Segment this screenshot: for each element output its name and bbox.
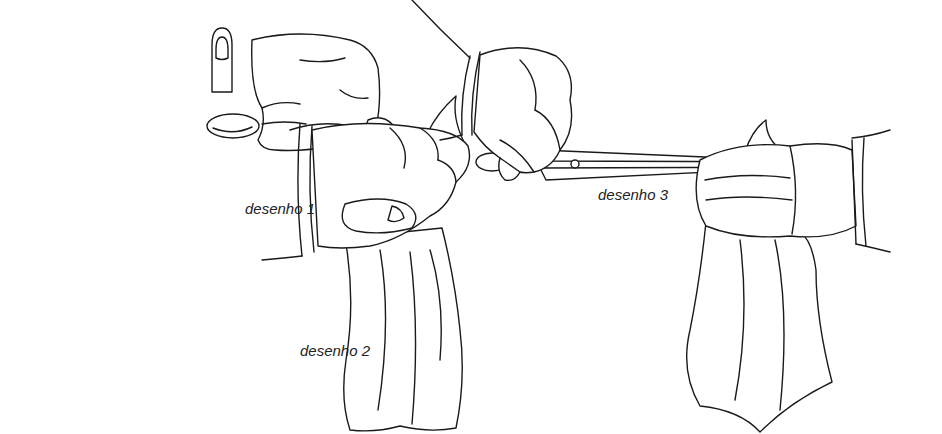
hand-stroke bbox=[474, 48, 572, 173]
hand-stroke bbox=[499, 158, 520, 180]
hand bbox=[474, 48, 572, 181]
hand-stroke bbox=[520, 60, 536, 110]
handkerchief-stroke bbox=[735, 240, 744, 400]
thumb-tip-stroke bbox=[216, 37, 228, 60]
sleeve-stroke bbox=[262, 256, 302, 260]
figure-caption: desenho 2 bbox=[300, 342, 370, 359]
sleeve bbox=[262, 122, 314, 260]
hand-stroke bbox=[705, 175, 790, 180]
hand bbox=[696, 130, 890, 252]
hand-stroke bbox=[790, 146, 796, 234]
folded-handkerchief-stroke bbox=[262, 103, 300, 108]
handkerchief-stroke bbox=[687, 222, 832, 432]
sleeve-stroke bbox=[440, 135, 462, 140]
hand-stroke bbox=[388, 206, 404, 222]
disc bbox=[207, 114, 259, 138]
sleeve bbox=[412, 0, 480, 140]
hand-stroke bbox=[706, 197, 792, 200]
disc-stroke bbox=[213, 127, 252, 132]
hand-stroke bbox=[696, 144, 856, 237]
handkerchief-stroke bbox=[378, 250, 386, 410]
handkerchief-stroke bbox=[410, 252, 416, 424]
sleeve-stroke bbox=[298, 124, 302, 256]
hand-stroke bbox=[390, 128, 405, 168]
hand bbox=[312, 123, 470, 248]
folded-handkerchief-stroke bbox=[340, 90, 368, 98]
sleeve-stroke bbox=[462, 56, 470, 135]
hand-stroke bbox=[862, 138, 866, 246]
scissors-stroke bbox=[571, 160, 579, 168]
hand-stroke bbox=[856, 244, 890, 252]
folded-handkerchief-stroke bbox=[300, 58, 345, 62]
figure-caption: desenho 3 bbox=[598, 186, 668, 203]
handkerchief-stroke bbox=[775, 240, 784, 410]
hand-stroke bbox=[342, 199, 416, 233]
thumb-tip-stroke bbox=[212, 28, 232, 92]
handkerchief-stroke bbox=[430, 250, 441, 360]
hand-stroke bbox=[852, 130, 890, 138]
disc-stroke bbox=[207, 114, 259, 138]
hand-stroke bbox=[535, 110, 560, 150]
hand-stroke bbox=[438, 160, 456, 182]
handkerchief-stroke bbox=[344, 228, 463, 431]
sleeve-stroke bbox=[412, 0, 470, 58]
hand-stroke bbox=[312, 123, 470, 248]
hand-stroke bbox=[420, 128, 438, 160]
thumb-tip bbox=[212, 28, 232, 92]
hand-stroke bbox=[852, 140, 856, 244]
figure-caption: desenho 1 bbox=[245, 200, 315, 217]
